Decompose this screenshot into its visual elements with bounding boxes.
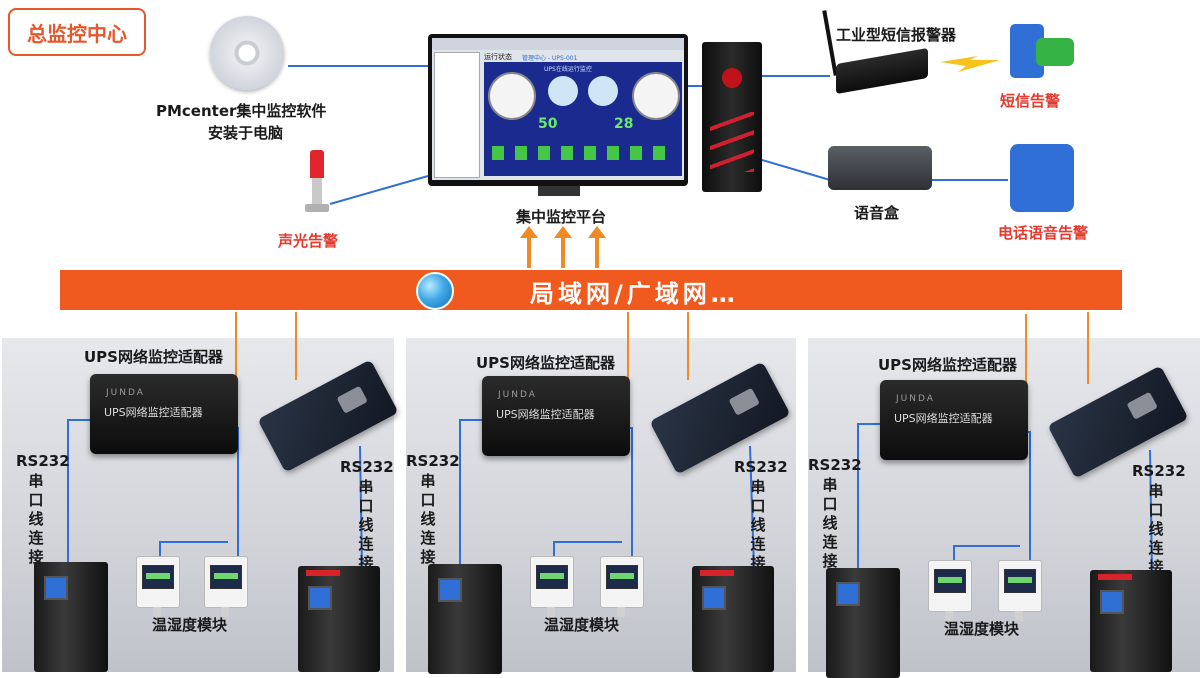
- temp-label-2: 温湿度模块: [544, 616, 620, 634]
- serial-text-right-3: 串口线连接: [1148, 482, 1164, 576]
- software-cd-icon: [210, 16, 284, 90]
- sms-device-label: 工业型短信报警器: [836, 26, 957, 44]
- page-title: 总监控中心: [8, 8, 146, 56]
- serial-text-left-2: 串口线连接: [420, 472, 436, 566]
- serial-text-right-1: 串口线连接: [358, 478, 374, 572]
- rs232-left-1: RS232: [16, 452, 70, 470]
- globe-icon: [416, 272, 454, 310]
- rs232-right-1: RS232: [340, 458, 394, 476]
- alarm-light-icon: [310, 150, 324, 178]
- software-label-line2: 安装于电脑: [208, 124, 284, 142]
- network-banner: 局域网/广域网…: [60, 270, 1122, 310]
- platform-label: 集中监控平台: [516, 208, 607, 226]
- sensor-2a: [530, 556, 574, 617]
- telephone-icon: [1010, 144, 1074, 212]
- ups-tower-2b: [692, 566, 774, 672]
- adapter-label-1: UPS网络监控适配器: [84, 348, 223, 366]
- adapter-device-3: JUNDA UPS网络监控适配器: [880, 380, 1028, 460]
- network-label: 局域网/广域网…: [530, 280, 739, 308]
- ups-tower-1a: [34, 562, 108, 672]
- sensor-3b: [998, 560, 1042, 621]
- adapter-device-1: JUNDA UPS网络监控适配器: [90, 374, 238, 454]
- ups-tower-2a: [428, 564, 502, 674]
- serial-text-left-1: 串口线连接: [28, 472, 44, 566]
- chat-bubble-icon: [1036, 38, 1074, 66]
- voice-alarm-label: 电话语音告警: [998, 224, 1089, 242]
- adapter-device-2: JUNDA UPS网络监控适配器: [482, 376, 630, 456]
- serial-text-left-3: 串口线连接: [822, 476, 838, 570]
- alarm-light-label: 声光告警: [278, 232, 339, 250]
- sensor-2b: [600, 556, 644, 617]
- temp-label-3: 温湿度模块: [944, 620, 1020, 638]
- voice-box-device: [828, 146, 932, 190]
- ups-tower-3b: [1090, 570, 1172, 672]
- signal-bolt: [940, 56, 1000, 72]
- uplink-arrows: [520, 226, 606, 268]
- voice-box-label: 语音盒: [854, 204, 900, 222]
- rs232-right-2: RS232: [734, 458, 788, 476]
- rs232-left-3: RS232: [808, 456, 862, 474]
- rs232-right-3: RS232: [1132, 462, 1186, 480]
- temp-label-1: 温湿度模块: [152, 616, 228, 634]
- sensor-1a: [136, 556, 180, 617]
- software-label-line1: PMcenter集中监控软件: [156, 102, 327, 120]
- sensor-3a: [928, 560, 972, 621]
- monitor-screen: 运行状态 管理中心 - UPS-001 UPS在线运行监控 50 28: [428, 34, 688, 186]
- serial-text-right-2: 串口线连接: [750, 478, 766, 572]
- ups-tower-3a: [826, 568, 900, 678]
- ups-tower-1b: [298, 566, 380, 672]
- adapter-label-2: UPS网络监控适配器: [476, 354, 615, 372]
- sms-alarm-label: 短信告警: [1000, 92, 1061, 110]
- adapter-label-3: UPS网络监控适配器: [878, 356, 1017, 374]
- rs232-left-2: RS232: [406, 452, 460, 470]
- sensor-1b: [204, 556, 248, 617]
- pc-tower: [702, 42, 762, 192]
